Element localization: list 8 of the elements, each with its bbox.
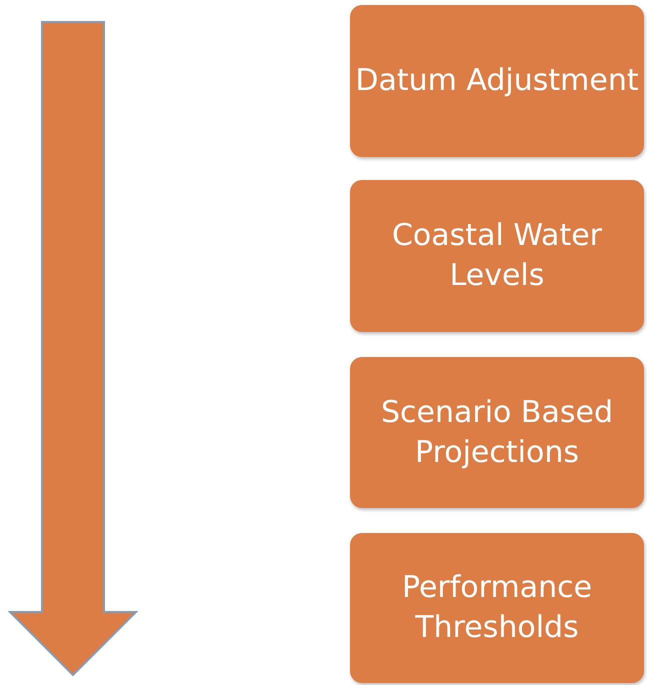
- box-label: Scenario Based Projections: [380, 394, 614, 472]
- process-box: [350, 180, 644, 332]
- box-label: Performance Thresholds: [400, 569, 594, 647]
- process-box: [350, 533, 644, 683]
- box-label: Datum Adjustment: [355, 62, 639, 100]
- box-label: Coastal Water Levels: [390, 217, 603, 295]
- process-box: [350, 5, 644, 157]
- process-box: [350, 357, 644, 508]
